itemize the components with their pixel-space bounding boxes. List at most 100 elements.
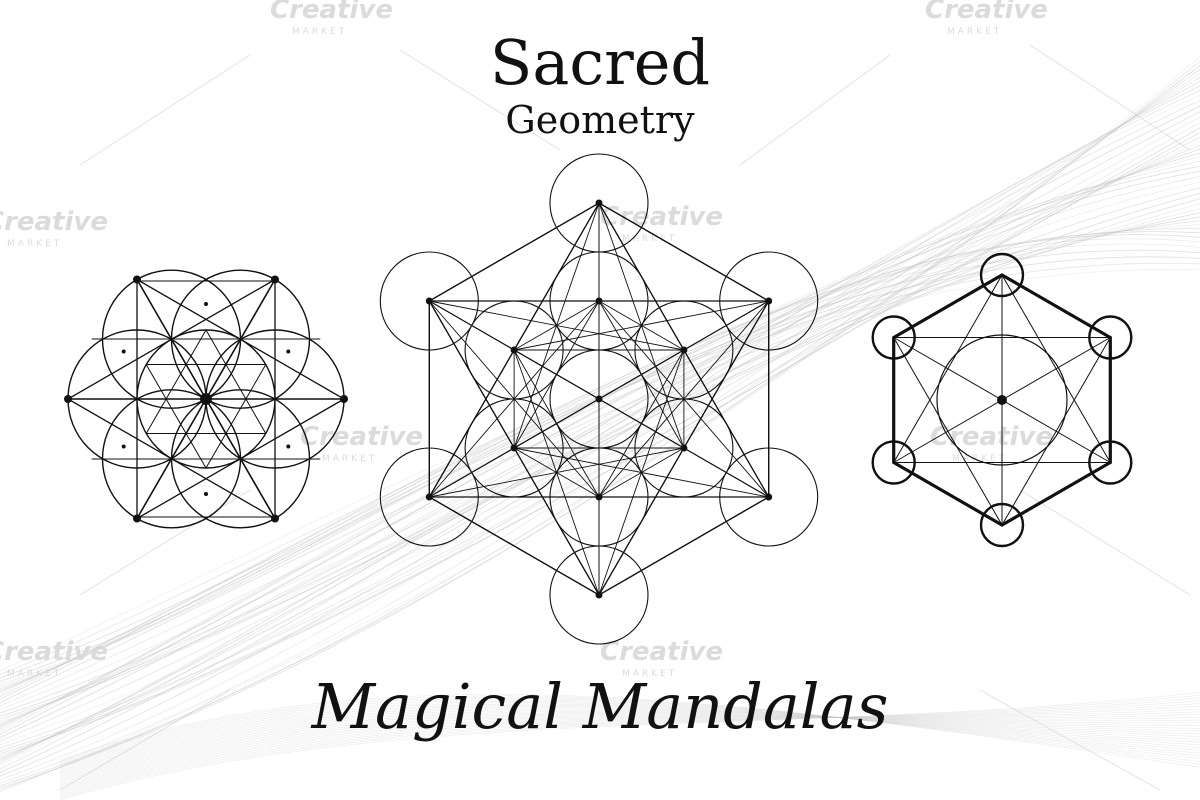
center-dot [997,395,1007,405]
watermark-brand: Creative [600,202,723,232]
wave-strand [59,713,1200,783]
vertex-dot [286,349,291,354]
wave-strand [0,100,1200,764]
cube-line [513,202,600,449]
wave-strand [59,715,1200,788]
inner-triangle [145,329,267,434]
watermark-brand: Creative [930,422,1053,452]
watermark-sub: MARKET [292,27,347,37]
vertex-dot [340,395,348,403]
wave-strand [0,231,1200,692]
page-title: Sacred [490,26,710,99]
watermark-brand: Creative [925,0,1048,25]
watermark-sub: MARKET [622,234,677,244]
vertex-dot [680,346,688,354]
wave-strand [0,234,1200,690]
wave-strand [0,193,1200,717]
watermark-sub: MARKET [322,454,377,464]
wave-strand [0,111,1200,760]
vertex-dot [765,297,773,305]
wave-strand [0,176,1200,724]
page-subtitle: Geometry [505,98,695,142]
watermark-sub: MARKET [7,239,62,249]
vertex-dot [133,514,141,523]
wave-strand [0,212,1200,703]
vertex-dot [425,297,433,305]
watermark-brand: Creative [600,637,723,667]
vertex-dot [286,444,291,449]
seed-of-life-mandala [64,269,348,529]
wave-strand [0,76,1200,781]
wave-strand [0,127,1200,755]
vertex-dot [204,492,208,496]
wave-strand [59,700,1200,768]
wave-strand [59,699,1200,767]
wave-strand [59,697,1200,798]
watermark-sub: MARKET [622,669,677,679]
watermark-brand: Creative [0,207,108,237]
wave-strand [59,715,1200,786]
vertex-dot [64,395,72,403]
vertex-dot [510,346,518,354]
vertex-dot [121,349,126,354]
vertex-dot [595,297,603,305]
wave-strand [59,711,1200,790]
watermark-diagonals [59,44,1191,791]
vertex-dot [595,395,603,403]
wave-strand [59,694,1200,799]
watermark-sub: MARKET [7,669,62,679]
wave-strand [59,695,1200,765]
vertex-dot [271,514,279,523]
wave-strand [0,170,1200,726]
wave-strand [0,181,1200,722]
wave-strand [0,116,1200,759]
wave-strand [59,706,1200,774]
wave-strand [0,56,1200,793]
wave-strand [0,72,1200,784]
watermark-sub: MARKET [952,454,1007,464]
wave-strand [0,85,1200,773]
vertex-dot [133,275,141,284]
wave-strand [59,705,1200,793]
watermarks: Creative MARKET Creative MARKET Creative… [0,0,1053,679]
wave-strand [0,140,1200,746]
watermark-brand: Creative [0,637,108,667]
wave-strand [59,704,1200,773]
watermark-brand: Creative [270,0,393,25]
wave-strand [0,89,1200,770]
wave-strand [0,122,1200,757]
wave-strand [0,256,1200,679]
vertex-dot [765,493,773,501]
wave-strand [59,709,1200,779]
wave-strand [59,707,1200,776]
inner-triangle [145,364,267,469]
vertex-dot [595,493,603,501]
script-caption: Magical Mandalas [311,670,889,743]
wave-strand [59,714,1200,789]
wave-strand [0,208,1200,707]
watermark-sub: MARKET [947,27,1002,37]
wave-strand [59,703,1200,771]
wave-strand [0,132,1200,752]
vertex-dot [121,444,126,449]
wave-strand [59,714,1200,785]
wave-strand [59,700,1200,796]
cube-line [513,349,600,596]
wave-strand [0,81,1200,777]
wave-strand [0,105,1200,762]
wave-strand [59,708,1200,792]
wave-strand [0,65,1200,789]
vertex-dot [595,199,603,207]
cube-line [598,300,770,498]
wave-strand [59,691,1200,800]
watermark-brand: Creative [300,422,423,452]
vertex-dot [271,275,279,284]
wave-strand [59,696,1200,764]
vertex-dot [680,444,688,452]
center-dot [200,393,212,405]
wave-strand [59,698,1200,765]
wave-strand [0,69,1200,787]
hexagon-mandala [871,252,1133,548]
